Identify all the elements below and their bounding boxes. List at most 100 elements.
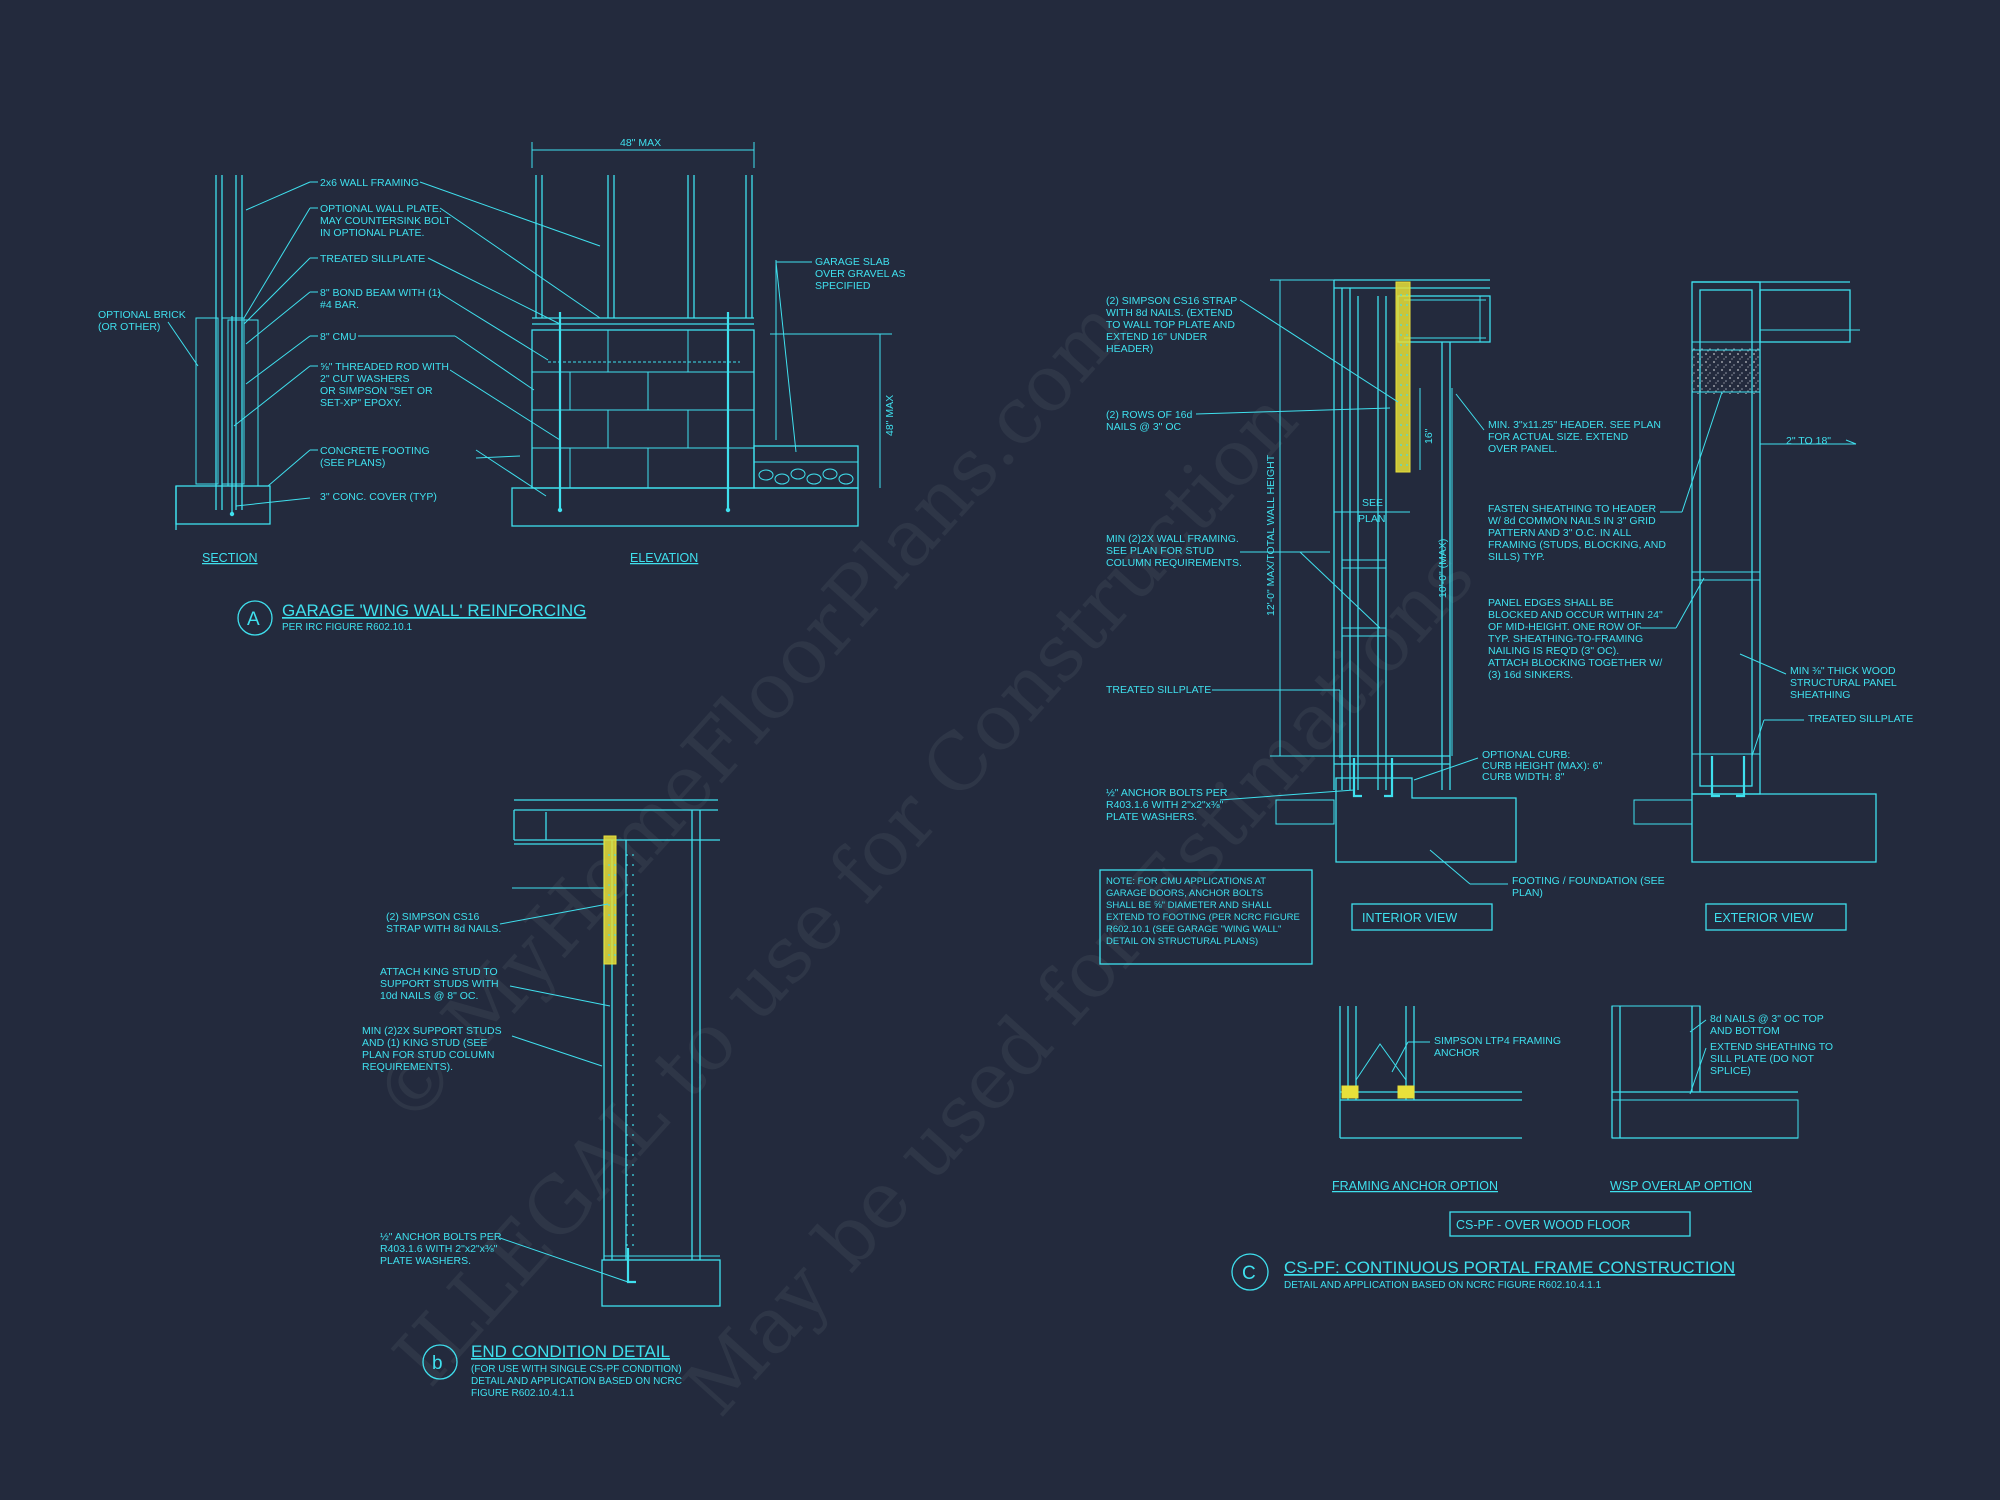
- detail-b: (2) SIMPSON CS16 STRAP WITH 8d NAILS. AT…: [362, 799, 721, 1399]
- detail-c-tag: C: [1242, 1263, 1256, 1284]
- detail-a-section: [175, 175, 271, 530]
- label-c-sillplate: TREATED SILLPLATE: [1106, 684, 1211, 696]
- label-c-strap-3: TO WALL TOP PLATE AND: [1106, 319, 1235, 331]
- label-c-anchor-3: PLATE WASHERS.: [1106, 811, 1197, 823]
- detail-b-tag: b: [432, 1353, 443, 1374]
- label-threaded-rod-3: OR SIMPSON "SET OR: [320, 385, 433, 397]
- label-b-support-1: MIN (2)2X SUPPORT STUDS: [362, 1025, 502, 1037]
- label-c-anchor-2: R403.1.6 WITH 2"x2"x⅜": [1106, 799, 1224, 811]
- label-treated-sillplate: TREATED SILLPLATE: [320, 253, 425, 265]
- label-c-ext-sillplate: TREATED SILLPLATE: [1808, 713, 1913, 725]
- detail-c: 12'-0" MAX/TOTAL WALL HEIGHT 10'-0" (MAX…: [1099, 279, 1913, 1291]
- label-c-panel-7: (3) 16d SINKERS.: [1488, 669, 1573, 681]
- dim-16: 16": [1423, 428, 1435, 444]
- detail-a-title: GARAGE 'WING WALL' REINFORCING: [282, 601, 586, 620]
- detail-a-tag: A: [247, 609, 260, 630]
- label-c-anchor-1: ½" ANCHOR BOLTS PER: [1106, 787, 1228, 799]
- dim-see-plan-2: PLAN: [1358, 513, 1385, 525]
- label-c-strap-5: HEADER): [1106, 343, 1153, 355]
- detail-b-tag-circle: [422, 1344, 458, 1380]
- label-c-curb-1: OPTIONAL CURB:: [1482, 749, 1570, 761]
- label-c-footing-2: PLAN): [1512, 887, 1543, 899]
- label-c-fasten-4: FRAMING (STUDS, BLOCKING, AND: [1488, 539, 1666, 551]
- label-c-wsp-3: SHEATHING: [1790, 689, 1850, 701]
- label-c-wsp-1: MIN ⅜" THICK WOOD: [1790, 665, 1896, 677]
- label-conc-cover: 3" CONC. COVER (TYP): [320, 491, 437, 503]
- label-c-panel-6: ATTACH BLOCKING TOGETHER W/: [1488, 657, 1662, 669]
- note-line-3: SHALL BE ⅝" DIAMETER AND SHALL: [1106, 900, 1272, 911]
- over-wood-floor-label: CS-PF - OVER WOOD FLOOR: [1456, 1218, 1630, 1232]
- detail-c-subtitle: DETAIL AND APPLICATION BASED ON NCRC FIG…: [1284, 1280, 1602, 1291]
- note-line-1: NOTE: FOR CMU APPLICATIONS AT: [1106, 876, 1266, 887]
- note-line-4: EXTEND TO FOOTING (PER NCRC FIGURE: [1106, 912, 1300, 923]
- label-threaded-rod-1: ⅝" THREADED ROD WITH: [320, 361, 449, 373]
- over-wood-floor-box: [1449, 1211, 1691, 1237]
- label-bond-beam-1: 8" BOND BEAM WITH (1): [320, 287, 441, 299]
- label-wall-plate-1: OPTIONAL WALL PLATE.: [320, 203, 442, 215]
- label-b-anchor-3: PLATE WASHERS.: [380, 1255, 471, 1267]
- label-b-support-2: AND (1) KING STUD (SEE: [362, 1037, 487, 1049]
- detail-a-subtitle: PER IRC FIGURE R602.10.1: [282, 622, 412, 633]
- detail-a-elevation: 48" MAX: [511, 137, 896, 527]
- label-8d-nails-2: AND BOTTOM: [1710, 1025, 1780, 1037]
- detail-b-sub-1: (FOR USE WITH SINGLE CS-PF CONDITION): [471, 1364, 682, 1375]
- detail-b-sub-3: FIGURE R602.10.4.1.1: [471, 1388, 575, 1399]
- label-c-fasten-3: PATTERN AND 3" O.C. IN ALL: [1488, 527, 1632, 539]
- detail-a: 48" MAX: [98, 137, 905, 636]
- label-b-support-4: REQUIREMENTS).: [362, 1061, 453, 1073]
- detail-a-tag-circle: [237, 600, 273, 636]
- detail-a-labels: 2x6 WALL FRAMING OPTIONAL WALL PLATE. MA…: [98, 177, 905, 507]
- label-c-strap-1: (2) SIMPSON CS16 STRAP: [1106, 295, 1237, 307]
- dim-panel-height: 10'-0" (MAX): [1437, 539, 1449, 598]
- label-c-header-2: FOR ACTUAL SIZE. EXTEND: [1488, 431, 1629, 443]
- label-b-support-3: PLAN FOR STUD COLUMN: [362, 1049, 494, 1061]
- label-c-fasten-2: W/ 8d COMMON NAILS IN 3" GRID: [1488, 515, 1656, 527]
- label-b-anchor-2: R403.1.6 WITH 2"x2"x⅜": [380, 1243, 498, 1255]
- label-b-king-1: ATTACH KING STUD TO: [380, 966, 498, 978]
- label-wall-plate-2: MAY COUNTERSINK BOLT: [320, 215, 451, 227]
- label-c-fasten-5: SILLS) TYP.: [1488, 551, 1545, 563]
- label-threaded-rod-2: 2" CUT WASHERS: [320, 373, 410, 385]
- label-b-anchor-1: ½" ANCHOR BOLTS PER: [380, 1231, 502, 1243]
- label-c-panel-2: BLOCKED AND OCCUR WITHIN 24": [1488, 609, 1663, 621]
- label-b-strap-2: STRAP WITH 8d NAILS.: [386, 923, 501, 935]
- note-line-2: GARAGE DOORS, ANCHOR BOLTS: [1106, 888, 1263, 899]
- label-concrete-footing-1: CONCRETE FOOTING: [320, 445, 430, 457]
- label-garage-slab-1: GARAGE SLAB: [815, 256, 890, 268]
- label-optional-brick-1: OPTIONAL BRICK: [98, 309, 186, 321]
- exterior-view-box: [1705, 903, 1847, 931]
- caption-section: SECTION: [202, 551, 258, 565]
- label-c-strap-2: WITH 8d NAILS. (EXTEND: [1106, 307, 1233, 319]
- note-box: NOTE: FOR CMU APPLICATIONS AT GARAGE DOO…: [1099, 869, 1313, 965]
- label-bond-beam-2: #4 BAR.: [320, 299, 359, 311]
- label-b-king-2: SUPPORT STUDS WITH: [380, 978, 499, 990]
- label-optional-brick-2: (OR OTHER): [98, 321, 160, 333]
- dim-see-plan-1: SEE: [1362, 497, 1383, 509]
- exterior-view-label: EXTERIOR VIEW: [1714, 911, 1814, 925]
- label-c-framing-1: MIN (2)2X WALL FRAMING.: [1106, 533, 1239, 545]
- caption-framing-anchor-option: FRAMING ANCHOR OPTION: [1332, 1179, 1498, 1193]
- label-c-strap-4: EXTEND 16" UNDER: [1106, 331, 1208, 343]
- label-threaded-rod-4: SET-XP" EPOXY.: [320, 397, 402, 409]
- dim-2-to-18: 2" TO 18": [1786, 435, 1831, 447]
- label-ltp4-2: ANCHOR: [1434, 1047, 1480, 1059]
- label-c-panel-1: PANEL EDGES SHALL BE: [1488, 597, 1614, 609]
- label-b-strap-1: (2) SIMPSON CS16: [386, 911, 480, 923]
- label-c-wsp-2: STRUCTURAL PANEL: [1790, 677, 1897, 689]
- label-c-fasten-1: FASTEN SHEATHING TO HEADER: [1488, 503, 1656, 515]
- detail-c-labels: (2) SIMPSON CS16 STRAP WITH 8d NAILS. (E…: [1106, 295, 1913, 899]
- label-garage-slab-2: OVER GRAVEL AS: [815, 268, 905, 280]
- label-extend-sheathing-1: EXTEND SHEATHING TO: [1710, 1041, 1833, 1053]
- label-c-framing-3: COLUMN REQUIREMENTS.: [1106, 557, 1242, 569]
- label-garage-slab-3: SPECIFIED: [815, 280, 871, 292]
- label-c-panel-5: NAILING IS REQ'D (3" OC).: [1488, 645, 1619, 657]
- label-c-footing-1: FOOTING / FOUNDATION (SEE: [1512, 875, 1665, 887]
- label-ltp4-1: SIMPSON LTP4 FRAMING: [1434, 1035, 1561, 1047]
- framing-anchor-option-drawing: SIMPSON LTP4 FRAMING ANCHOR: [1339, 1006, 1561, 1139]
- label-concrete-footing-2: (SEE PLANS): [320, 457, 385, 469]
- note-line-6: DETAIL ON STRUCTURAL PLANS): [1106, 936, 1258, 947]
- interior-view-drawing: 12'-0" MAX/TOTAL WALL HEIGHT 10'-0" (MAX…: [1265, 279, 1517, 863]
- label-c-panel-3: OF MID-HEIGHT. ONE ROW OF: [1488, 621, 1641, 633]
- detail-b-title: END CONDITION DETAIL: [471, 1342, 670, 1361]
- label-c-header-3: OVER PANEL.: [1488, 443, 1557, 455]
